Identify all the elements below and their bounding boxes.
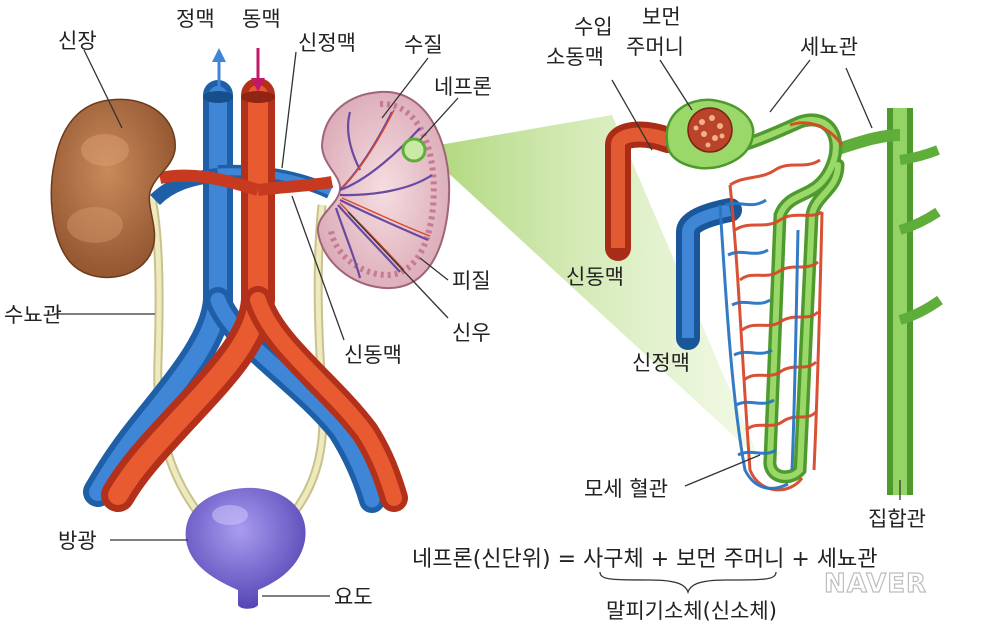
label-medulla: 수질: [404, 33, 443, 57]
label-bowman-1: 보먼: [642, 5, 681, 29]
formula-bottom: 말피기소체(신소체): [606, 599, 777, 623]
label-vein: 정맥: [176, 7, 215, 31]
label-urethra: 요도: [334, 585, 373, 609]
label-renal-vein-right: 신정맥: [632, 351, 690, 375]
label-capillary: 모세 혈관: [584, 477, 668, 501]
glomerulus: [687, 107, 733, 153]
watermark-logo: NAVER: [824, 569, 927, 599]
zoom-wedge: [422, 115, 760, 460]
label-renal-artery-bottom: 신동맥: [344, 343, 402, 367]
leader-lines: [54, 48, 901, 597]
label-bladder: 방광: [58, 529, 97, 553]
label-afferent-1: 수입: [574, 15, 613, 39]
label-renal-pelvis: 신우: [452, 321, 491, 345]
bladder: [185, 487, 306, 609]
label-kidney: 신장: [58, 29, 97, 53]
label-renal-artery-right: 신동맥: [566, 265, 624, 289]
label-collecting-duct: 집합관: [868, 507, 926, 531]
label-nephron: 네프론: [434, 75, 492, 99]
formula-text: 네프론(신단위) = 사구체 + 보먼 주머니 + 세뇨관: [412, 547, 878, 572]
label-artery: 동맥: [242, 7, 281, 31]
label-renal-vein-top: 신정맥: [298, 31, 356, 55]
nephron-detail: [605, 98, 943, 495]
kidney-section: [316, 90, 451, 290]
brace: [599, 571, 777, 595]
label-bowman-2: 주머니: [626, 35, 684, 59]
nephron-highlight: [401, 137, 427, 163]
label-afferent-2: 소동맥: [546, 45, 604, 69]
urinary-system: [50, 78, 451, 609]
label-cortex: 피질: [452, 269, 491, 293]
left-kidney: [50, 98, 176, 279]
label-ureter: 수뇨관: [4, 303, 62, 327]
label-tubule: 세뇨관: [800, 35, 858, 59]
